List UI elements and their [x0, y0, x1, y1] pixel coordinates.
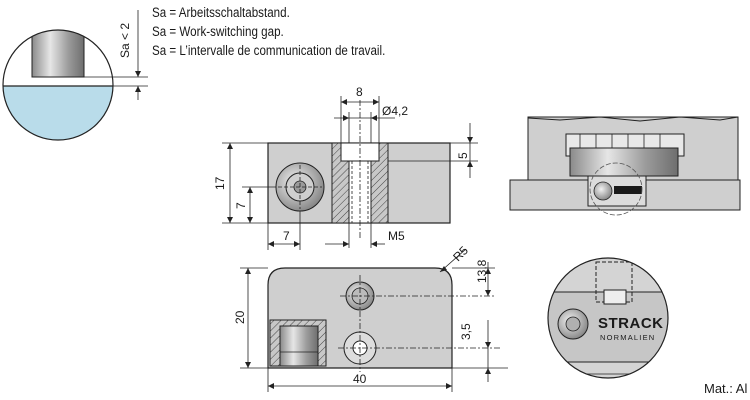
dim-sa: Sa < 2 — [118, 23, 132, 58]
brand-logo-subtext: NORMALIEN — [600, 333, 655, 342]
material-label: Mat.: Al — [704, 381, 748, 396]
legend-line-french: Sa = L’intervalle de communication de tr… — [152, 43, 386, 58]
dim-top-width: 8 — [356, 85, 363, 99]
legend-line-german: Sa = Arbeitsschaltabstand. — [152, 5, 290, 20]
dim-radius: R5 — [450, 243, 471, 264]
front-section-view — [222, 96, 478, 250]
brand-logo-text: STRACK — [598, 315, 664, 332]
dim-thread: M5 — [388, 229, 405, 243]
dim-bore-diameter: Ø4,2 — [382, 104, 408, 118]
dim-length-40: 40 — [353, 372, 367, 386]
legend-line-english: Sa = Work-switching gap. — [152, 24, 284, 39]
dim-offset-7: 7 — [283, 229, 290, 243]
plan-view — [240, 248, 508, 392]
sensor-detail-circle — [2, 10, 148, 141]
dim-height-7: 7 — [234, 202, 248, 209]
dim-height-17: 17 — [213, 176, 227, 190]
legend: Sa = Arbeitsschaltabstand. Sa = Work-swi… — [152, 3, 385, 60]
dim-depth-20: 20 — [233, 310, 247, 324]
assembly-view — [509, 116, 741, 216]
dim-distance-13-8: 13,8 — [475, 259, 489, 283]
dim-offset-3-5: 3,5 — [459, 323, 473, 340]
dim-depth-5: 5 — [456, 152, 470, 159]
